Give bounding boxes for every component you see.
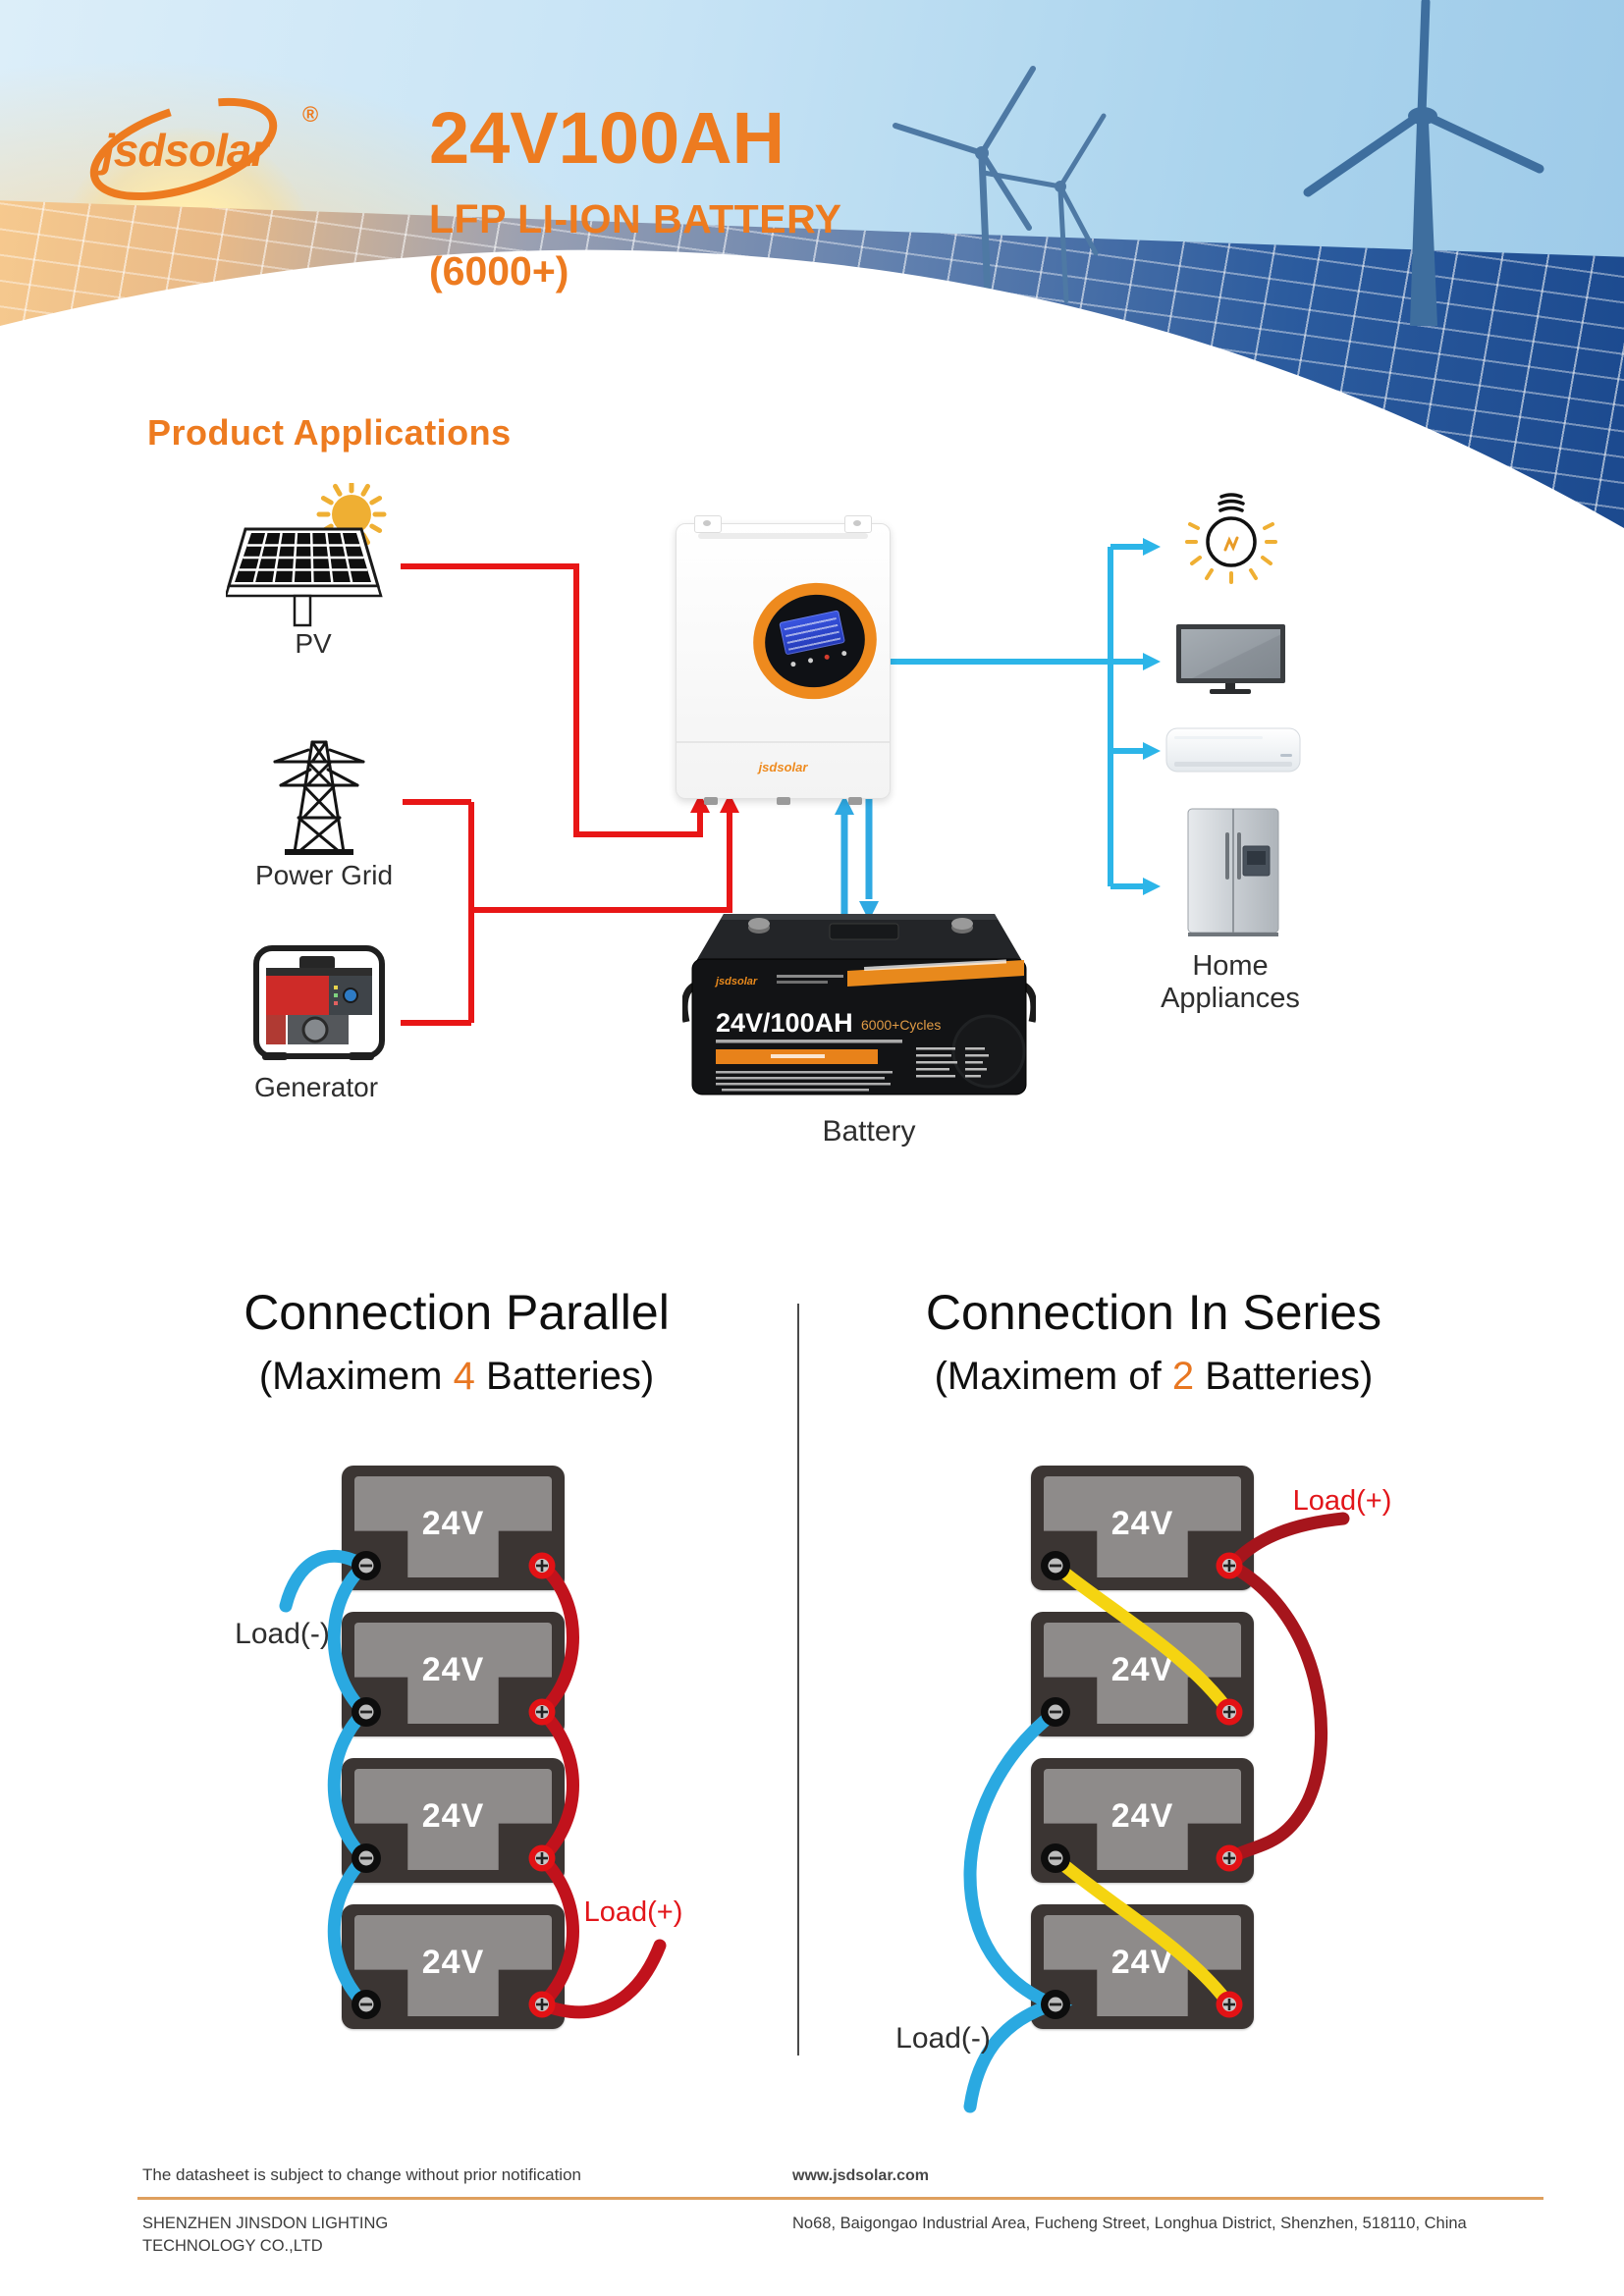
footer-company: SHENZHEN JINSDON LIGHTING TECHNOLOGY CO.… xyxy=(142,2213,388,2258)
inverter-display-ring xyxy=(742,571,888,711)
registered-mark: ® xyxy=(302,102,319,127)
power-grid-label: Power Grid xyxy=(254,860,394,890)
inverter-lcd-screen xyxy=(779,610,846,656)
series-load-positive-label: Load(+) xyxy=(1292,1485,1392,1517)
battery-brand-text: jsdsolar xyxy=(714,976,758,988)
product-cycles: (6000+) xyxy=(429,248,569,294)
inverter-vent xyxy=(698,533,868,539)
battery-label: Battery xyxy=(822,1115,916,1148)
series-title: Connection In Series xyxy=(925,1285,1382,1340)
appliance-wires xyxy=(889,544,1145,889)
home-appliances-label: Home Appliances xyxy=(1161,950,1300,1014)
battery-charge-wires xyxy=(840,797,873,918)
parallel-load-negative-label: Load(-) xyxy=(235,1618,330,1650)
footer-rule xyxy=(137,2197,1543,2200)
connection-wires xyxy=(279,1512,1350,2113)
footer-company-line1: SHENZHEN JINSDON LIGHTING xyxy=(142,2215,389,2232)
section-divider xyxy=(797,1304,799,2056)
product-subtitle: LFP LI-ION BATTERY xyxy=(429,196,842,241)
product-title: 24V100AH xyxy=(429,97,785,179)
solar-panel-icon xyxy=(226,483,387,627)
parallel-subtitle: (Maximem 4 Batteries) xyxy=(258,1355,655,1398)
inverter-seam xyxy=(677,741,890,743)
series-subtitle: (Maximem of 2 Batteries) xyxy=(934,1355,1374,1398)
bulb-rays xyxy=(1185,522,1277,584)
hero-titles: 24V100AH LFP LI-ION BATTERY (6000+) xyxy=(429,102,842,294)
applications-section-title: Product Applications xyxy=(147,412,512,453)
battery-product-image: jsdsolar 24V/100AH 6000+Cycles xyxy=(682,914,1036,1095)
series-section-header: Connection In Series (Maximem of 2 Batte… xyxy=(835,1284,1473,1399)
parallel-battery-1: 24V xyxy=(342,1466,565,1590)
inverter-logo-text: jsdsolar xyxy=(758,760,808,774)
footer-website: www.jsdsolar.com xyxy=(792,2167,930,2184)
parallel-title: Connection Parallel xyxy=(244,1285,670,1340)
battery-cycles-text: 6000+Cycles xyxy=(861,1017,941,1033)
air-conditioner-icon xyxy=(1165,727,1301,773)
series-battery-4: 24V xyxy=(1031,1904,1254,2029)
pv-wire xyxy=(401,563,703,837)
tv-icon xyxy=(1176,624,1285,694)
inverter-mount-tab xyxy=(694,515,722,533)
parallel-section-header: Connection Parallel (Maximem 4 Batteries… xyxy=(133,1284,781,1399)
series-battery-1: 24V xyxy=(1031,1466,1254,1590)
grid-generator-wire xyxy=(401,799,732,1026)
parallel-load-positive-label: Load(+) xyxy=(583,1896,683,1928)
inverter-mount-tab xyxy=(844,515,872,533)
pv-label: PV xyxy=(295,628,332,659)
parallel-battery-3: 24V xyxy=(342,1758,565,1883)
parallel-battery-2: 24V xyxy=(342,1612,565,1736)
series-battery-3: 24V xyxy=(1031,1758,1254,1883)
inverter-image: jsdsolar xyxy=(676,515,891,805)
refrigerator-icon xyxy=(1187,808,1279,936)
generator-label: Generator xyxy=(253,1072,379,1102)
logo-swoosh-icon xyxy=(89,97,278,201)
series-battery-2: 24V xyxy=(1031,1612,1254,1736)
logo-text: jsdsolar xyxy=(102,125,268,176)
appliance-arrowheads xyxy=(1143,538,1161,895)
footer-company-line2: TECHNOLOGY CO.,LTD xyxy=(142,2237,323,2255)
footer-address: No68, Baigongao Industrial Area, Fucheng… xyxy=(792,2215,1467,2232)
power-grid-icon xyxy=(273,740,365,855)
series-load-negative-label: Load(-) xyxy=(895,2022,991,2055)
brand-logo: jsdsolar ® xyxy=(81,90,355,218)
footer-note: The datasheet is subject to change witho… xyxy=(142,2165,581,2184)
light-bulb-icon xyxy=(1185,493,1277,584)
inverter-terminals xyxy=(704,797,862,805)
parallel-battery-4: 24V xyxy=(342,1904,565,2029)
generator-icon xyxy=(253,945,385,1060)
inverter-status-leds xyxy=(789,650,847,667)
battery-model-text: 24V/100AH xyxy=(716,1008,853,1038)
